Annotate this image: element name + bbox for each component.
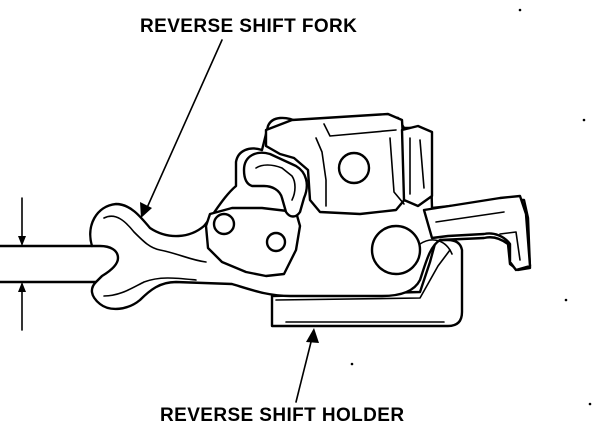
speck-marks [350, 8, 592, 406]
leader-arrow-fork [140, 39, 223, 218]
label-reverse-shift-fork: REVERSE SHIFT FORK [140, 16, 357, 37]
reverse-shift-fork [89, 112, 532, 311]
leader-arrow-holder [295, 328, 319, 403]
shift-rod [0, 244, 98, 284]
dimension-marker [18, 197, 26, 331]
label-reverse-shift-holder: REVERSE SHIFT HOLDER [160, 405, 404, 426]
